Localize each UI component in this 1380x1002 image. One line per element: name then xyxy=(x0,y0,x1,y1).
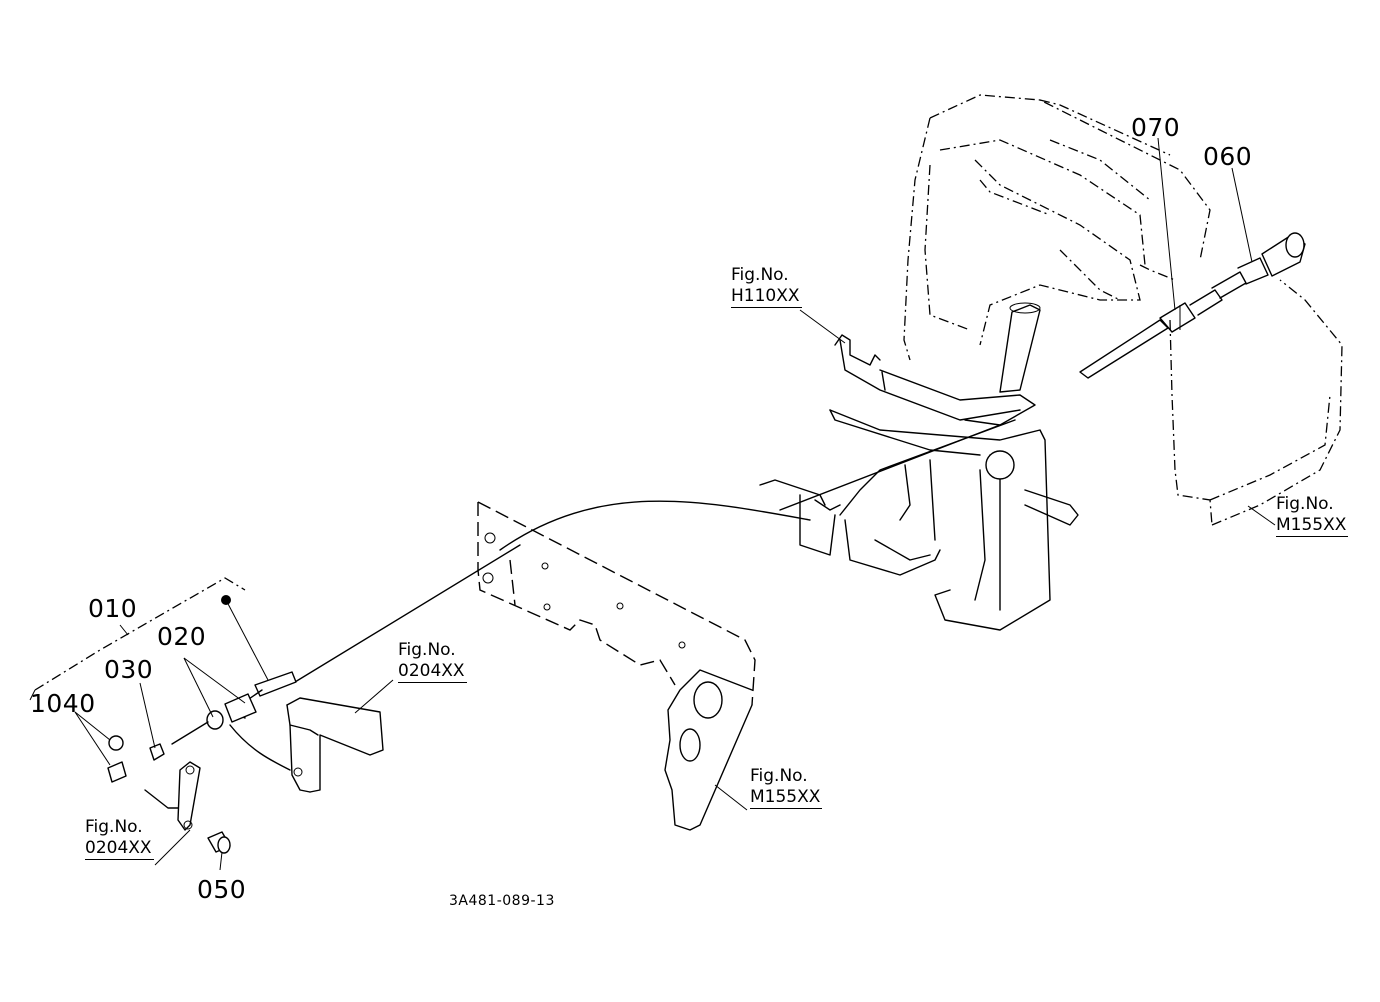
cables xyxy=(294,419,1016,683)
part-label-030: 030 xyxy=(104,655,154,684)
figref-code: H110XX xyxy=(731,286,802,308)
figref-m155xx-center: Fig.No. M155XX xyxy=(750,766,823,809)
leader-lines xyxy=(29,137,1276,871)
drawing-number: 3A481-089-13 xyxy=(449,893,555,909)
part-label-040: 1040 xyxy=(30,689,96,718)
small-bracket xyxy=(286,697,384,793)
figref-code: M155XX xyxy=(750,787,823,809)
cable-end-fittings xyxy=(107,595,297,854)
figref-code: 0204XX xyxy=(85,838,154,860)
figref-prefix: Fig.No. xyxy=(1276,494,1334,514)
mounting-plate xyxy=(477,501,756,831)
figref-0204xx-left: Fig.No. 0204XX xyxy=(85,817,154,860)
figref-prefix: Fig.No. xyxy=(750,766,808,786)
housing-outline xyxy=(903,94,1343,526)
figref-m155xx-right: Fig.No. M155XX xyxy=(1276,494,1349,537)
figref-prefix: Fig.No. xyxy=(85,817,143,837)
figref-h110xx: Fig.No. H110XX xyxy=(731,265,802,308)
bracket-assembly xyxy=(759,302,1079,631)
figref-code: 0204XX xyxy=(398,661,467,683)
part-label-070: 070 xyxy=(1131,113,1181,142)
part-label-050: 050 xyxy=(197,875,247,904)
figref-0204xx-center: Fig.No. 0204XX xyxy=(398,640,467,683)
cable-head xyxy=(1079,232,1306,379)
figref-prefix: Fig.No. xyxy=(398,640,456,660)
figref-code: M155XX xyxy=(1276,515,1349,537)
part-label-020: 020 xyxy=(157,622,207,651)
figref-prefix: Fig.No. xyxy=(731,265,789,285)
part-label-010: 010 xyxy=(88,594,138,623)
part-label-060: 060 xyxy=(1203,142,1253,171)
